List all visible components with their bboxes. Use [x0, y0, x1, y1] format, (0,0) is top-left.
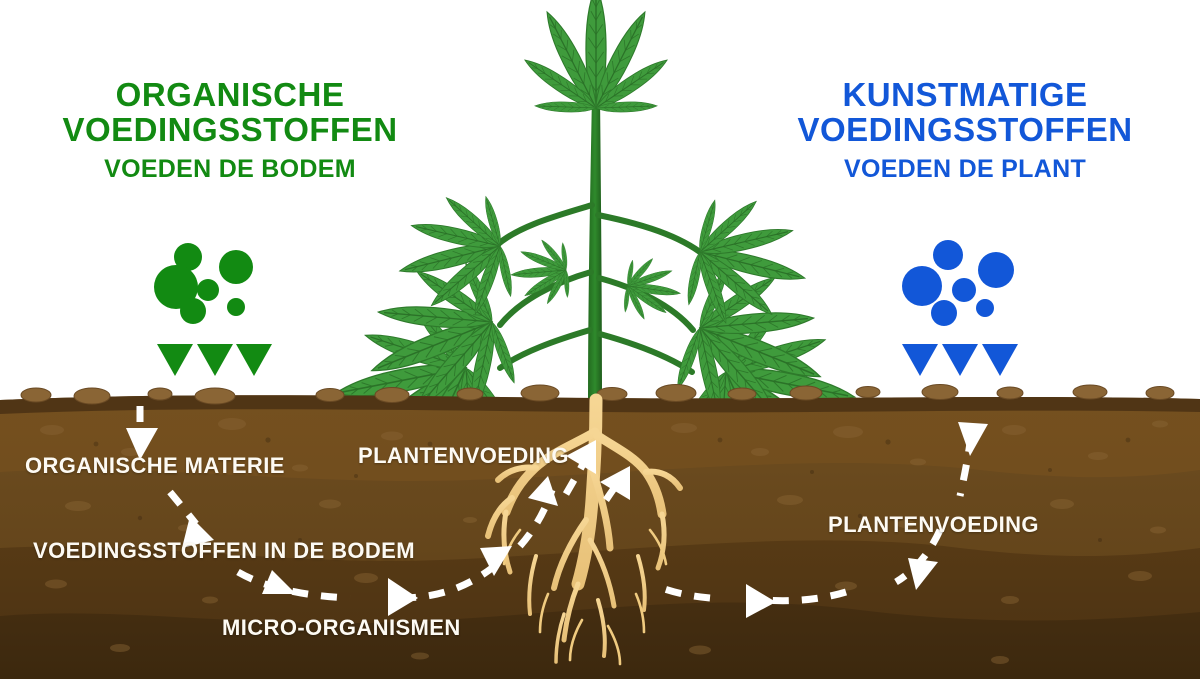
cannabis-plant — [281, 0, 908, 546]
organic-nutrient-dots — [154, 243, 253, 324]
label-plant-food-center: PLANTENVOEDING — [358, 443, 569, 468]
label-micro-organisms: MICRO-ORGANISMEN — [222, 615, 461, 640]
soil-dark-speckles — [93, 437, 1131, 542]
synthetic-arrow-markers — [902, 344, 1018, 376]
organic-heading-line1: ORGANISCHE — [115, 76, 345, 113]
flow-arrowheads-right — [746, 422, 988, 618]
label-soil-nutrients: VOEDINGSSTOFFEN IN DE BODEM — [33, 538, 415, 563]
synthetic-heading-line2: VOEDINGSSTOFFEN — [797, 110, 1133, 148]
synthetic-heading-block: KUNSTMATIGE VOEDINGSSTOFFEN VOEDEN DE PL… — [755, 76, 1175, 184]
organic-heading-line2: VOEDINGSSTOFFEN — [62, 110, 398, 148]
soil-speckles — [40, 418, 1168, 664]
label-plant-food-right: PLANTENVOEDING — [828, 512, 1039, 537]
organic-arrow-markers — [157, 344, 272, 376]
synthetic-heading-line1: KUNSTMATIGE — [842, 76, 1088, 113]
flow-arrowheads-center — [566, 440, 630, 500]
organic-subheading: VOEDEN DE BODEM — [104, 155, 356, 184]
synthetic-subheading: VOEDEN DE PLANT — [843, 155, 1087, 184]
plant-roots — [485, 393, 683, 664]
flow-arrowheads-left — [126, 428, 558, 616]
organic-heading-block: ORGANISCHE VOEDINGSSTOFFEN VOEDEN DE BOD… — [20, 76, 440, 184]
synthetic-nutrient-dots — [902, 240, 1014, 326]
label-organic-matter: ORGANISCHE MATERIE — [25, 453, 285, 478]
